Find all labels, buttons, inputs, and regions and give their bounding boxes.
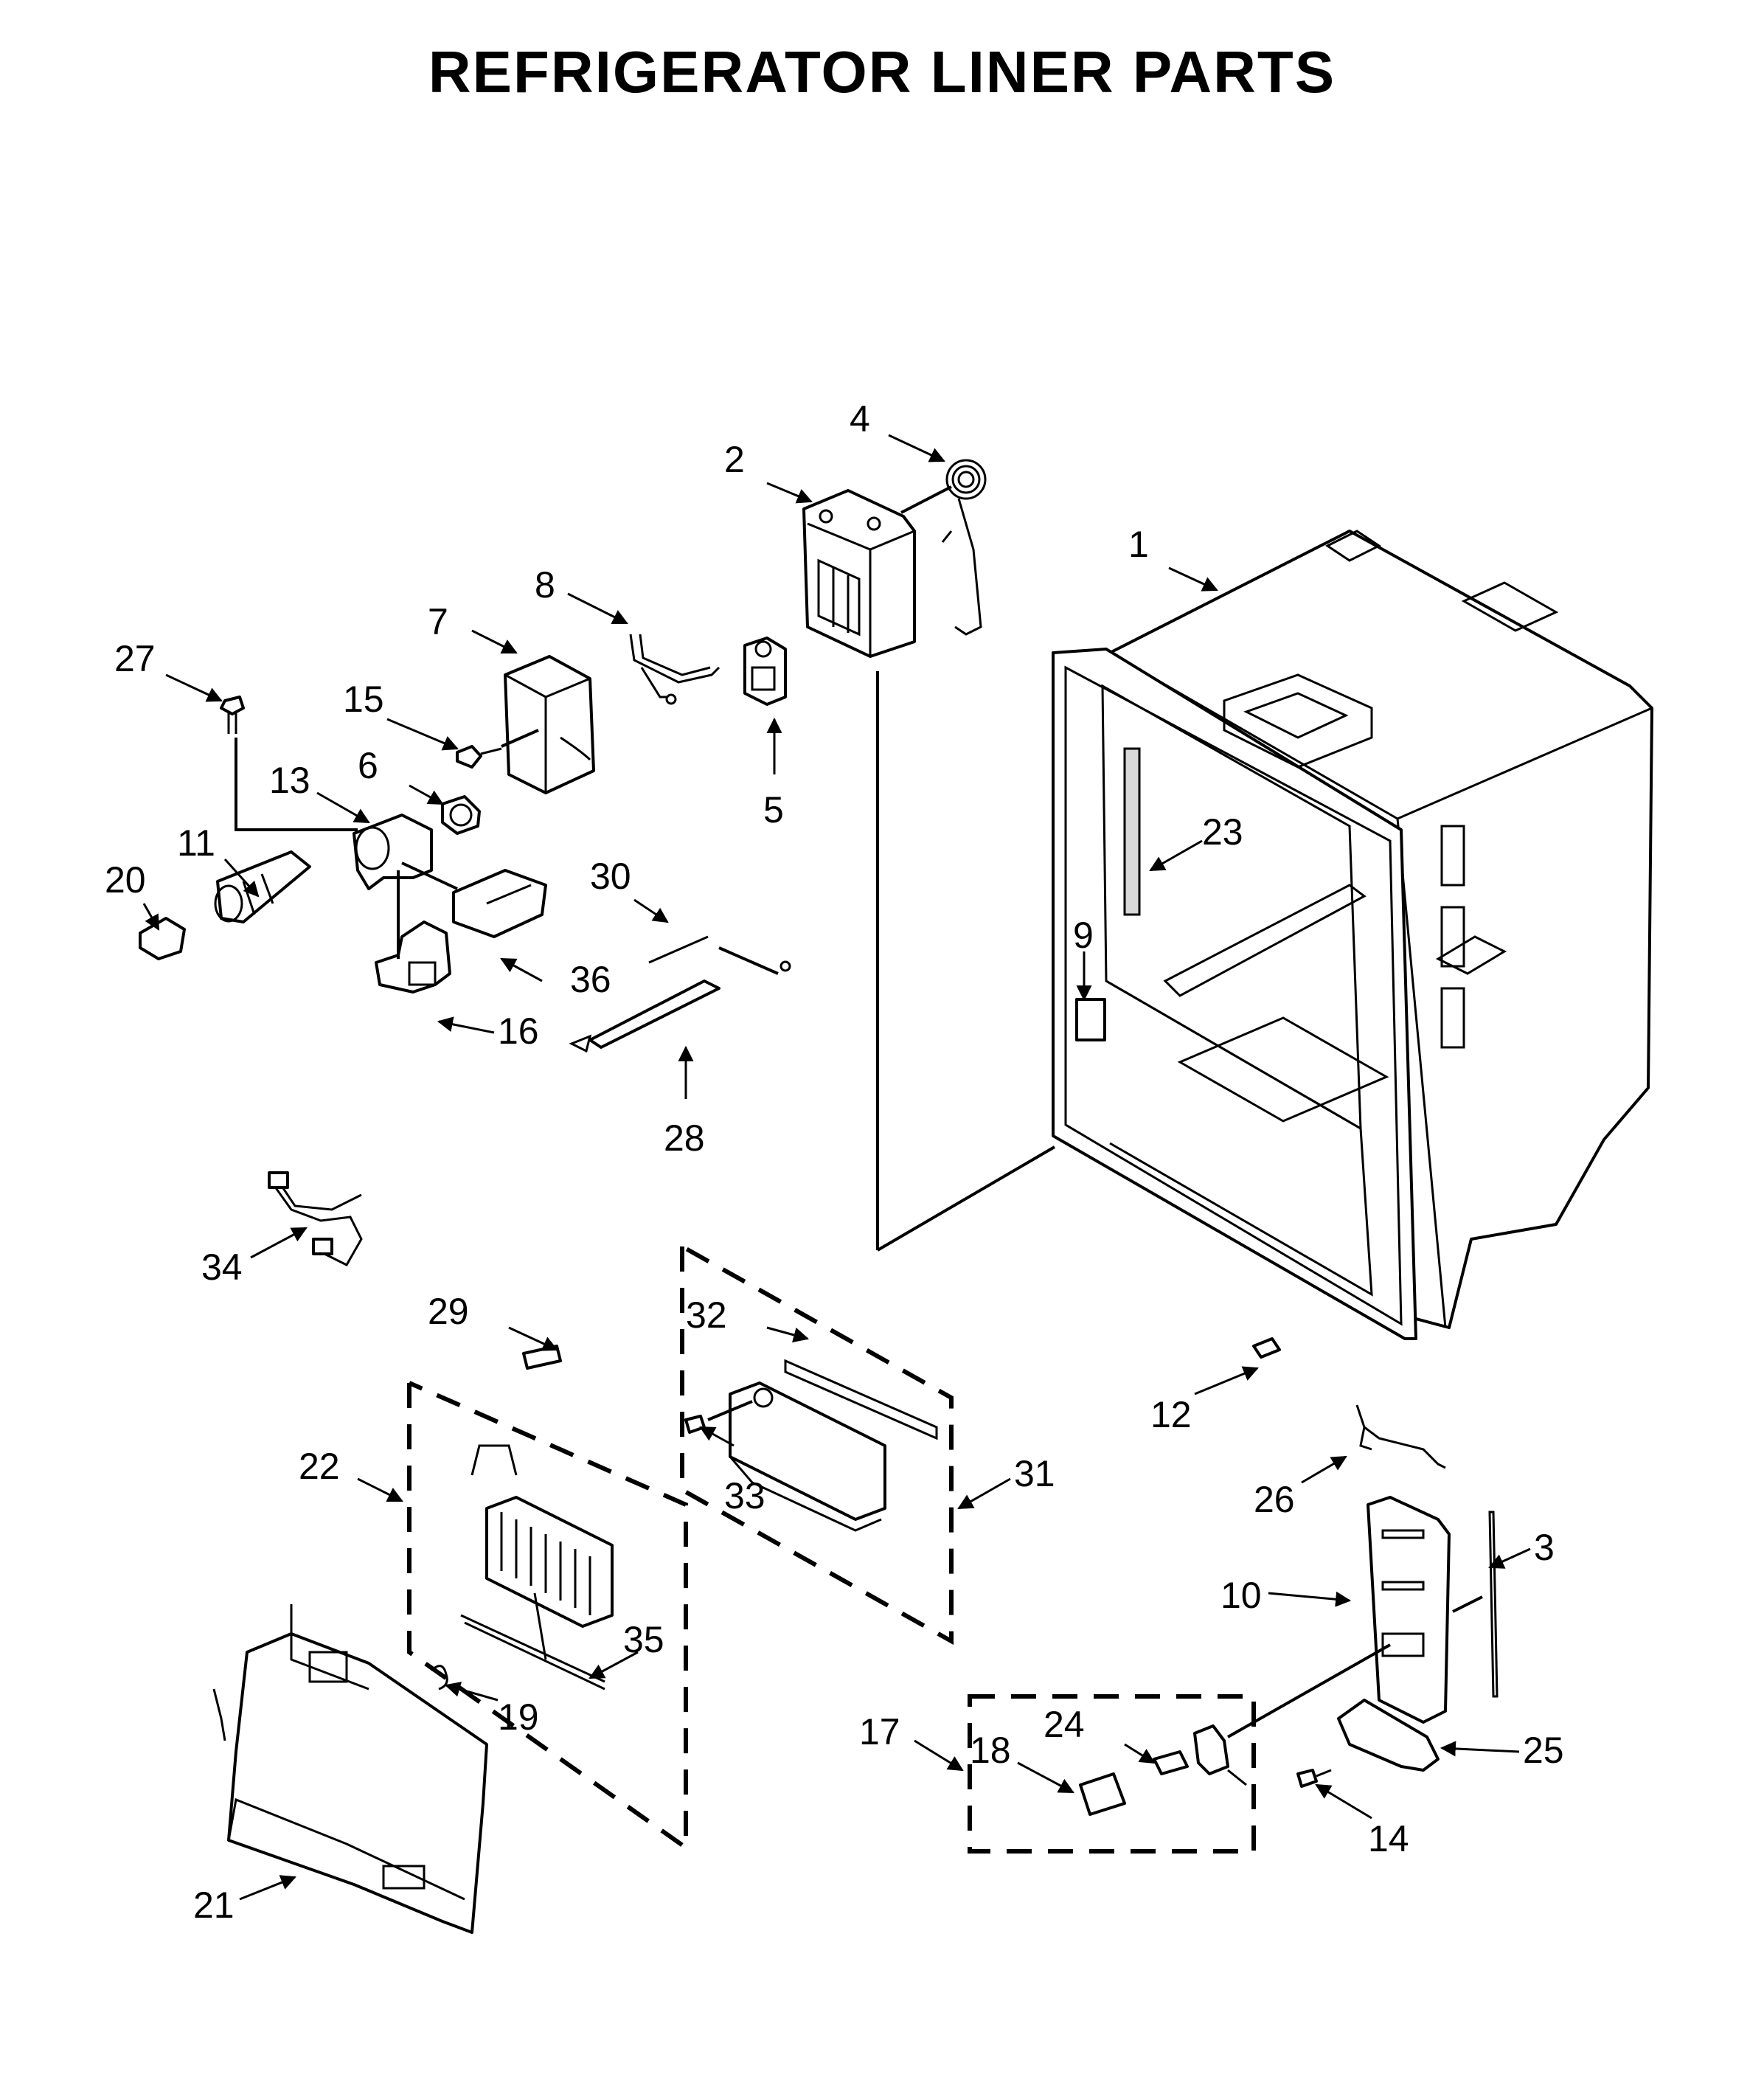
- part-17-housing: [1193, 1724, 1247, 1786]
- seal-part-32: [784, 1359, 938, 1440]
- callout-24: 24: [1044, 1704, 1085, 1745]
- callout-17: 17: [859, 1711, 900, 1752]
- callout-31: 31: [1014, 1453, 1055, 1494]
- harness-part-34: [268, 1171, 363, 1266]
- part-25: [1337, 1699, 1440, 1772]
- screw-part-14: [1296, 1769, 1332, 1788]
- callout-13: 13: [269, 760, 310, 801]
- callout-4: 4: [850, 398, 870, 440]
- callout-26: 26: [1254, 1479, 1295, 1520]
- part-16: [375, 920, 451, 994]
- part-12: [1252, 1337, 1281, 1359]
- valve-part-5: [743, 637, 787, 706]
- duct-part-31: [729, 1381, 886, 1532]
- group-box-31: [680, 1244, 954, 1646]
- callout-11: 11: [177, 822, 215, 864]
- callout-36: 36: [570, 959, 611, 1000]
- callout-22: 22: [299, 1446, 340, 1487]
- callout-18: 18: [970, 1730, 1011, 1771]
- screw-part-33: [684, 1415, 706, 1434]
- callout-23: 23: [1202, 811, 1243, 853]
- callout-25: 25: [1523, 1730, 1564, 1771]
- screw-part-27: [220, 696, 245, 734]
- part-13: [353, 814, 458, 890]
- callout-34: 34: [201, 1246, 243, 1288]
- callout-35: 35: [623, 1619, 664, 1660]
- clip-part-19: [430, 1665, 448, 1691]
- callout-7: 7: [428, 601, 448, 642]
- housing-part-21: [212, 1604, 488, 1934]
- callout-30: 30: [590, 856, 631, 897]
- cover-part-7: [504, 655, 595, 794]
- callout-21: 21: [193, 1884, 235, 1926]
- callout-2: 2: [724, 439, 745, 480]
- callout-9: 9: [1073, 915, 1094, 956]
- part-20: [139, 917, 186, 960]
- part-36: [452, 869, 547, 938]
- callout-27: 27: [114, 638, 156, 679]
- callout-28: 28: [664, 1117, 705, 1159]
- tube-part-8: [629, 634, 720, 705]
- callout-3: 3: [1534, 1527, 1555, 1568]
- part-11: [214, 850, 311, 923]
- callout-20: 20: [105, 859, 146, 901]
- callout-12: 12: [1150, 1394, 1192, 1435]
- callout-32: 32: [686, 1294, 727, 1336]
- part-28: [569, 960, 791, 1053]
- part-18: [1079, 1772, 1126, 1816]
- evaporator-part-22: [470, 1444, 614, 1628]
- callout-19: 19: [498, 1696, 539, 1738]
- control-part-2: [802, 489, 916, 658]
- group-box-22: [407, 1381, 688, 1852]
- part-26: [1355, 1404, 1446, 1469]
- callout-10: 10: [1220, 1575, 1262, 1616]
- callout-16: 16: [498, 1010, 539, 1052]
- group-box-17: [968, 1694, 1256, 1854]
- wire-part-4: [941, 459, 987, 636]
- liner-part-1: [1052, 530, 1653, 1340]
- page-title: REFRIGERATOR LINER PARTS: [428, 39, 1336, 105]
- callout-5: 5: [763, 789, 784, 831]
- callout-labels: 1 2 3 4 5 6 7 8 9 10 11 12 13 14 15 16 1…: [105, 398, 1564, 1926]
- leader-lines: [142, 434, 1531, 1901]
- part-3: [1488, 1511, 1499, 1698]
- callout-29: 29: [428, 1291, 469, 1332]
- part-6: [441, 795, 481, 835]
- callout-33: 33: [724, 1475, 765, 1516]
- callout-1: 1: [1128, 524, 1149, 565]
- screw-part-15: [456, 745, 502, 769]
- heater-part-35: [460, 1592, 605, 1691]
- callout-15: 15: [343, 679, 384, 720]
- part-10: [1367, 1496, 1451, 1724]
- part-24: [1153, 1750, 1189, 1775]
- part-30: [648, 935, 709, 964]
- callout-6: 6: [358, 745, 378, 786]
- callout-8: 8: [535, 564, 555, 606]
- callout-14: 14: [1368, 1818, 1409, 1859]
